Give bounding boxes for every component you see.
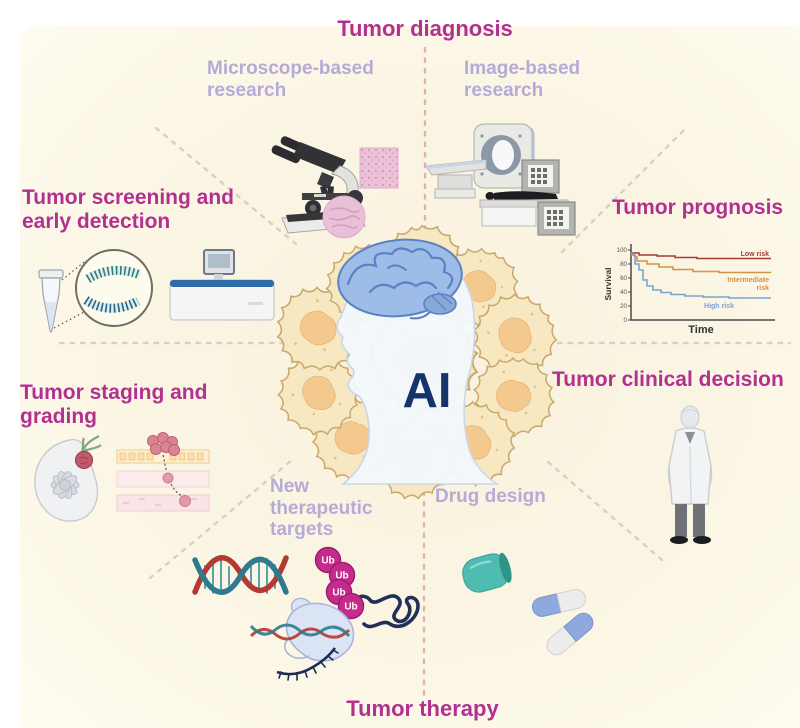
capsule-blue-icon bbox=[531, 589, 587, 617]
ub-label-1: Ub bbox=[321, 556, 334, 567]
y-axis-label: Survival bbox=[603, 267, 613, 300]
title-tumor-staging: Tumor staging and grading bbox=[20, 381, 208, 428]
ytick-20: 20 bbox=[620, 303, 627, 310]
label-microscope-based-research: Microscope-based research bbox=[207, 58, 374, 101]
title-tumor-therapy: Tumor therapy bbox=[346, 696, 499, 721]
doctor-icon bbox=[667, 405, 713, 544]
xray-machine-icon bbox=[479, 159, 576, 236]
ytick-80: 80 bbox=[620, 261, 627, 268]
histology-square-icon bbox=[359, 147, 399, 189]
capsule-blue-2-icon bbox=[546, 612, 594, 656]
ub-label-4: Ub bbox=[344, 602, 357, 613]
ytick-0: 0 bbox=[624, 317, 628, 324]
capsule-teal-icon bbox=[462, 552, 512, 593]
title-tumor-clinical-decision: Tumor clinical decision bbox=[552, 368, 784, 391]
cfdna-magnifier-icon bbox=[75, 249, 153, 327]
intermediate-risk-curve bbox=[630, 252, 771, 274]
sequencer-icon bbox=[169, 249, 275, 321]
histology-circle-icon bbox=[322, 195, 366, 239]
legend-low-risk: Low risk bbox=[741, 251, 770, 258]
breast-section-icon bbox=[34, 435, 102, 522]
dna-helix-icon bbox=[192, 555, 289, 595]
label-drug-design: Drug design bbox=[435, 486, 546, 507]
survival-chart: 100 80 60 40 20 0 Survival Time Low risk… bbox=[603, 244, 775, 336]
protein-squiggle-icon bbox=[353, 594, 420, 629]
ct-scanner-icon bbox=[425, 123, 535, 199]
ytick-100: 100 bbox=[617, 247, 628, 254]
ub-label-3: Ub bbox=[332, 588, 345, 599]
x-axis-label: Time bbox=[688, 324, 713, 336]
title-tumor-screening: Tumor screening and early detection bbox=[22, 186, 234, 233]
test-tube-icon bbox=[38, 249, 153, 333]
brain-icon bbox=[337, 238, 463, 320]
title-tumor-diagnosis: Tumor diagnosis bbox=[337, 16, 513, 41]
low-risk-curve bbox=[631, 252, 771, 260]
title-tumor-prognosis: Tumor prognosis bbox=[612, 196, 784, 219]
ai-head-icon: AI bbox=[336, 238, 500, 485]
legend-intermediate-2: risk bbox=[757, 285, 770, 292]
ubiquitin-chain-icon: Ub Ub Ub Ub bbox=[314, 546, 420, 629]
label-new-therapeutic-targets: New therapeutic targets bbox=[270, 476, 373, 541]
high-risk-curve bbox=[631, 254, 771, 299]
rna-complex-icon bbox=[249, 597, 355, 681]
ai-label: AI bbox=[403, 364, 452, 418]
divider-dashed-lines bbox=[58, 46, 792, 698]
ytick-60: 60 bbox=[620, 275, 627, 282]
tissue-invasion-icon bbox=[116, 432, 210, 512]
legend-intermediate: Intermediate bbox=[727, 277, 769, 284]
ytick-40: 40 bbox=[620, 289, 627, 296]
ub-label-2: Ub bbox=[335, 571, 348, 582]
label-image-based-research: Image-based research bbox=[464, 58, 581, 101]
legend-high-risk: High risk bbox=[704, 303, 734, 310]
